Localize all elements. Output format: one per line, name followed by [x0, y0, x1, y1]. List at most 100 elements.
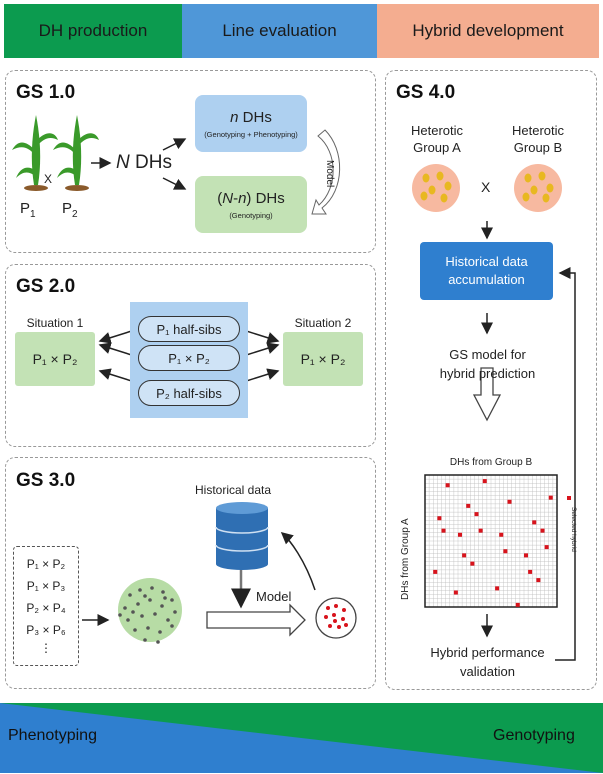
individual-dot — [131, 610, 135, 614]
validation-label: Hybrid performance validation — [430, 645, 545, 679]
gs1-title: GS 1.0 — [16, 82, 76, 103]
individual-dot — [133, 628, 137, 632]
phenotyping-band — [0, 703, 603, 773]
gs3-panel — [5, 457, 376, 689]
selected-hybrid-mark — [507, 499, 512, 504]
kernel-icon — [546, 183, 554, 193]
stage-label: Line evaluation — [222, 21, 337, 40]
cross-item: P₃ × P₆ — [26, 623, 66, 637]
selected-hybrid-mark — [437, 516, 442, 521]
individual-dot — [136, 602, 140, 606]
kernel-icon — [538, 171, 546, 181]
individual-dot — [118, 613, 122, 617]
selected-hybrid-mark — [540, 528, 545, 533]
individual-dot — [138, 588, 142, 592]
group-b-kernels-icon — [514, 164, 562, 212]
gs4-cross-symbol: X — [481, 179, 491, 195]
cross-list: P₁ × P₂ P₁ × P₃ P₂ × P₄ P₃ × P₆ ⋮ — [13, 546, 79, 666]
cross-item-ellipsis: ⋮ — [40, 641, 52, 655]
historical-data-label: Historical data — [195, 483, 272, 497]
hollow-arrow-right-icon — [206, 603, 306, 637]
gs3-model-label: Model — [256, 589, 292, 604]
selected-dot — [326, 606, 330, 610]
kernel-icon — [440, 193, 448, 203]
individual-dot — [170, 624, 174, 628]
selected-hybrid-mark — [441, 528, 446, 533]
individual-dot — [161, 590, 165, 594]
individual-dot — [150, 586, 154, 590]
individual-dot — [126, 618, 130, 622]
gs4-title: GS 4.0 — [396, 82, 456, 103]
gs2-panel — [5, 264, 376, 447]
selected-hybrid-mark — [482, 479, 487, 484]
grid-top-label: DHs from Group B — [449, 457, 533, 468]
phenotyping-label: Phenotyping — [8, 727, 97, 744]
individual-dot — [143, 594, 147, 598]
selected-hybrid-mark — [445, 483, 450, 488]
p1-p2-pill: P₁ × P₂ — [138, 345, 240, 371]
selected-hybrid-mark — [503, 549, 508, 554]
kernel-icon — [530, 185, 538, 195]
n-dhs-label: N DHs — [116, 152, 172, 173]
selected-hybrid-mark — [478, 528, 483, 533]
gs-model-label: GS model for hybrid prediction — [439, 347, 536, 381]
selected-hybrid-mark — [548, 495, 553, 500]
selected-dot — [344, 623, 348, 627]
selected-hybrid-mark — [499, 532, 504, 537]
individual-dot — [143, 638, 147, 642]
grid-left-label: DHs from Group A — [400, 518, 411, 600]
maize-plant-icon — [53, 115, 99, 191]
selected-hybrid-mark — [462, 553, 467, 558]
individual-dot — [173, 610, 177, 614]
cross-item: P₁ × P₂ — [26, 557, 66, 571]
selected-hybrid-mark — [474, 512, 479, 517]
historical-data-accumulation-box: Historical data accumulation — [420, 242, 553, 300]
cross-item: P₁ × P₃ — [26, 579, 66, 593]
selected-dot — [324, 615, 328, 619]
selected-dot — [342, 608, 346, 612]
genotyped-dhs-box: (N-n) DHs (Genotyping) — [195, 176, 307, 233]
selected-dot — [332, 613, 336, 617]
p2-half-sibs-pill: P₂ half-sibs — [138, 380, 240, 406]
kernel-icon — [522, 192, 530, 202]
selected-hybrid-mark — [466, 503, 471, 508]
hybrid-grid — [424, 474, 558, 608]
cross-item: P₂ × P₄ — [26, 601, 66, 615]
legend-label: Selected hybrid — [570, 507, 577, 552]
stage-hybrid-development: Hybrid development — [377, 4, 599, 58]
model-label: Model — [324, 160, 335, 188]
situation-1-label: Situation 1 — [26, 316, 84, 330]
selected-hybrid-mark — [495, 586, 500, 591]
selected-dot — [333, 619, 337, 623]
stage-line-evaluation: Line evaluation — [182, 4, 377, 58]
individual-dot — [158, 630, 162, 634]
individual-dot — [148, 598, 152, 602]
individual-dot — [153, 612, 157, 616]
selected-dot — [341, 617, 345, 621]
situation-2-label: Situation 2 — [294, 316, 352, 330]
kernel-icon — [524, 173, 532, 183]
genotyping-label: Genotyping — [493, 727, 575, 744]
stage-label: DH production — [38, 21, 148, 40]
kernel-icon — [420, 191, 428, 201]
individual-dot — [128, 593, 132, 597]
kernel-icon — [422, 173, 430, 183]
group-a-label: Heterotic Group A — [410, 123, 464, 155]
individual-dot — [140, 614, 144, 618]
selected-hybrid-mark — [528, 569, 533, 574]
parent-2-label: P2 — [62, 200, 78, 220]
gs4-panel — [385, 70, 597, 690]
database-icon — [215, 502, 269, 570]
individual-dot — [160, 604, 164, 608]
group-b-label: Heterotic Group B — [511, 123, 565, 155]
gs2-title: GS 2.0 — [16, 276, 76, 297]
phenotyped-dhs-box: n DHs (Genotyping + Phenotyping) — [195, 95, 307, 152]
population-icon — [118, 578, 182, 642]
selected-dot — [337, 625, 341, 629]
model-arrow-icon — [311, 129, 341, 215]
selected-hybrid-mark — [453, 590, 458, 595]
individual-dot — [146, 626, 150, 630]
kernel-icon — [436, 171, 444, 181]
hollow-arrow-down-icon — [472, 367, 502, 422]
